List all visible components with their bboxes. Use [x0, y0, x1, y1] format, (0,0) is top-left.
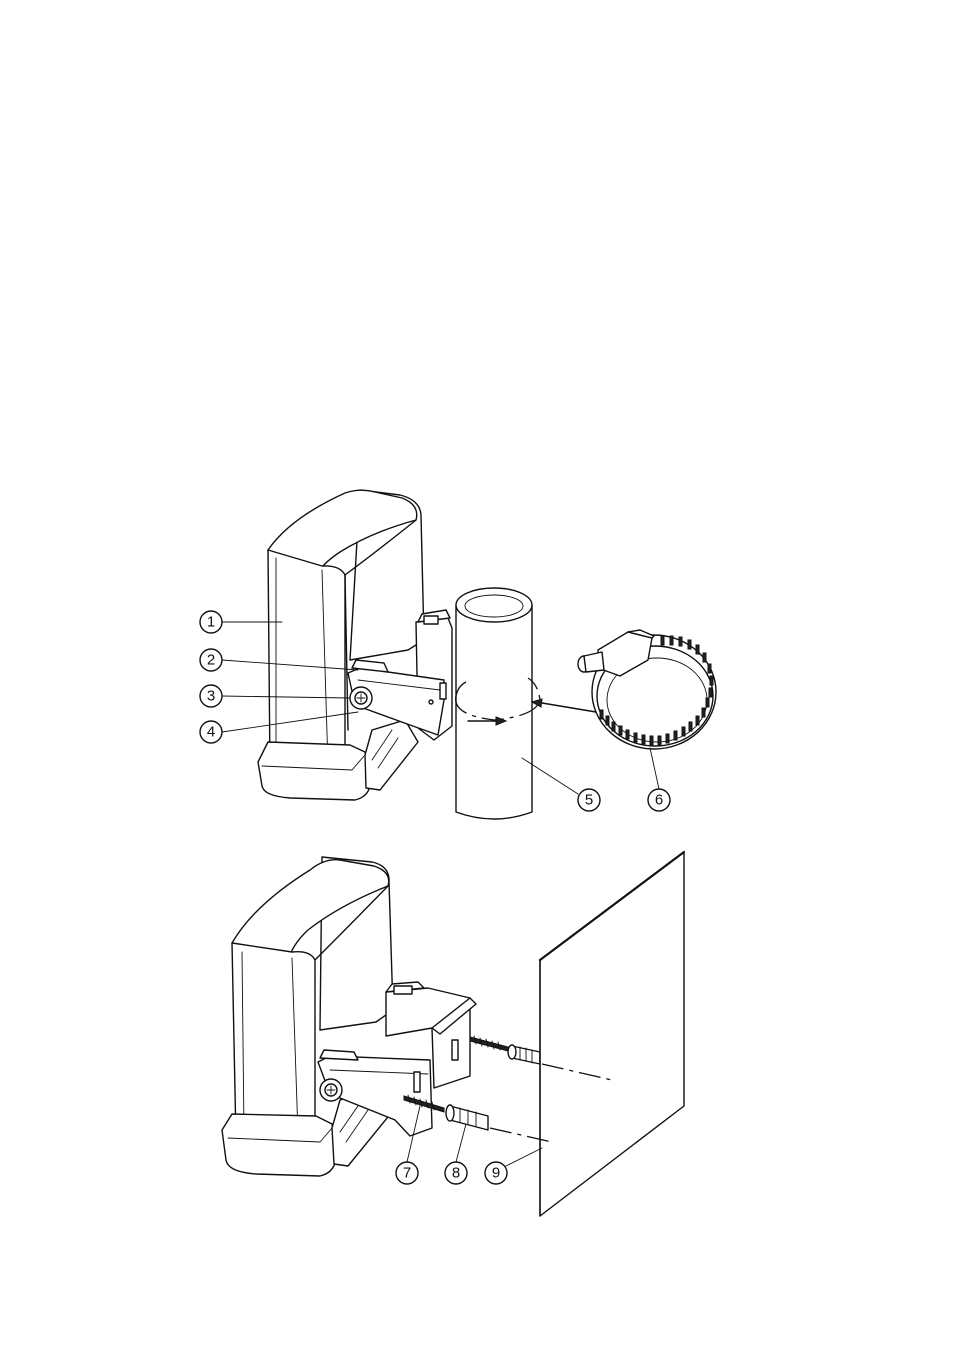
svg-text:2: 2	[207, 652, 215, 669]
callout-6: 6	[648, 748, 670, 811]
svg-text:6: 6	[655, 792, 663, 809]
pole-mount-figure: 1 2 3 4 5 6	[200, 490, 716, 819]
pole	[456, 588, 540, 819]
svg-text:1: 1	[207, 614, 215, 631]
screw-upper	[470, 1036, 508, 1051]
anchor-upper	[508, 1045, 540, 1064]
wall-mount-figure: 7 8 9	[222, 852, 684, 1216]
wall-panel	[490, 852, 684, 1216]
svg-text:8: 8	[452, 1165, 460, 1182]
callout-5: 5	[522, 758, 600, 811]
svg-text:3: 3	[207, 688, 215, 705]
svg-text:7: 7	[403, 1165, 411, 1182]
svg-text:4: 4	[207, 724, 215, 741]
anchor-lower	[446, 1105, 488, 1130]
bolt-bottom	[320, 1079, 342, 1101]
callout-9: 9	[485, 1148, 542, 1184]
callout-8: 8	[445, 1124, 467, 1184]
device-unit-top	[258, 490, 424, 800]
device-unit-bottom	[222, 857, 393, 1176]
svg-text:9: 9	[492, 1165, 500, 1182]
bolt-top	[350, 687, 372, 709]
hose-clamp	[532, 630, 716, 749]
svg-text:5: 5	[585, 792, 593, 809]
